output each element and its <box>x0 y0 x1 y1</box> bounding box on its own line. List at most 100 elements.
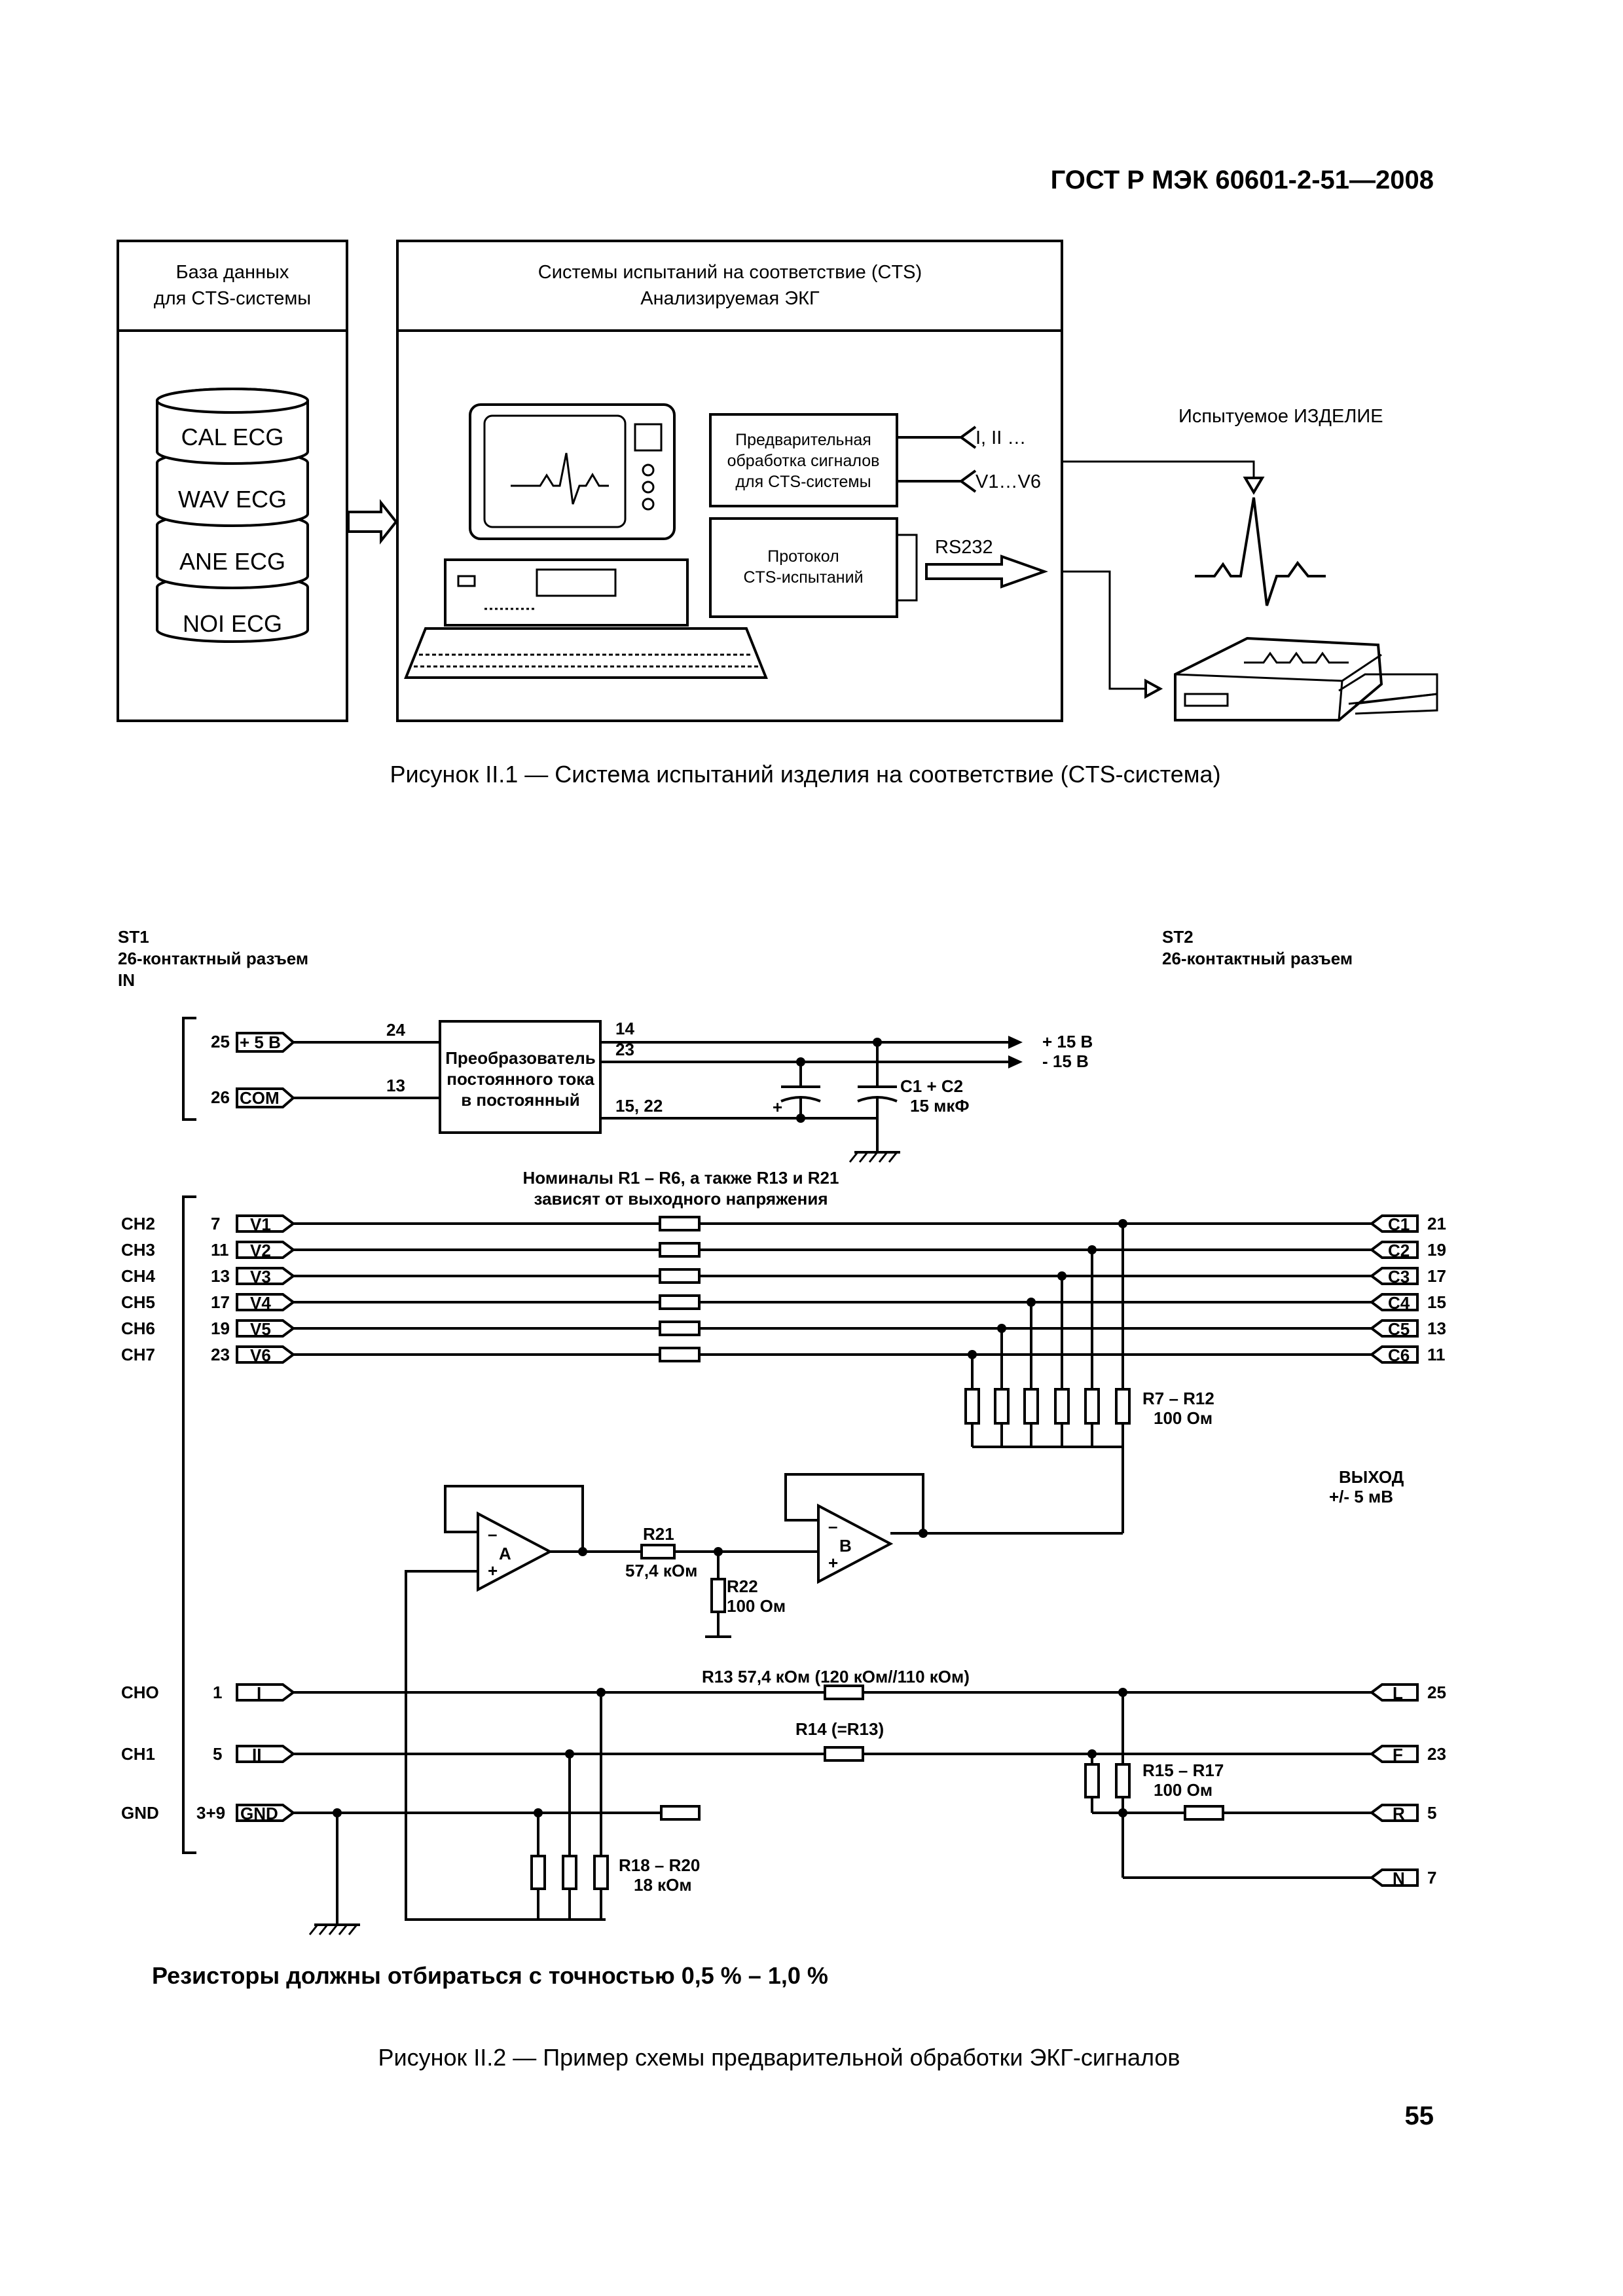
low-in-label: I <box>257 1683 261 1703</box>
database-stack: CAL ECG WAV ECG ANE ECG NOI ECG <box>156 388 309 643</box>
r21-l1: R21 <box>643 1524 674 1544</box>
ch-label: CH7 <box>121 1345 155 1364</box>
low-ch-label: CH1 <box>121 1744 155 1764</box>
figure-2: ST1 26-контактный разъем IN ST2 26-конта… <box>118 927 1446 2071</box>
note-l1: Номиналы R1 – R6, а также R13 и R21 <box>523 1168 839 1188</box>
db-box <box>117 240 348 722</box>
r18-l1: R18 – R20 <box>619 1855 700 1875</box>
ch-out-num: 13 <box>1427 1319 1446 1338</box>
conv-l1: Преобразователь <box>445 1048 596 1068</box>
cap-l2: 15 мкФ <box>910 1096 970 1116</box>
ch-out-num: 21 <box>1427 1214 1446 1233</box>
r13-label: R13 57,4 кОм (120 кОм//110 кОм) <box>702 1667 970 1686</box>
plus-15v: + 15 В <box>1042 1032 1093 1051</box>
st1-l2: 26-контактный разъем <box>118 949 308 968</box>
low-out-label: L <box>1393 1683 1403 1703</box>
low-out-num: 5 <box>1427 1803 1436 1823</box>
db-label-cal: CAL ECG <box>181 424 284 450</box>
ch-num: 7 <box>211 1214 220 1233</box>
db-label-ane: ANE ECG <box>179 548 285 575</box>
preprocessing-box <box>709 413 898 507</box>
pwr-pin-label-2: COM <box>240 1088 280 1108</box>
r7-l1: R7 – R12 <box>1142 1389 1214 1408</box>
ch-in-label: V1 <box>250 1214 271 1234</box>
opamp-a-minus: – <box>488 1524 497 1544</box>
ch-num: 17 <box>211 1292 230 1312</box>
channel-row: CH2 7 V1 C1 21 <box>121 1214 1446 1234</box>
opamp-a-plus: + <box>488 1561 498 1580</box>
dut-label: Испытуемое ИЗДЕЛИЕ <box>1178 406 1383 427</box>
ch-label: CH2 <box>121 1214 155 1233</box>
r22-l2: 100 Ом <box>727 1596 786 1616</box>
pwr-pin-num-2: 26 <box>211 1087 230 1107</box>
lead-input-2: V1…V6 <box>976 471 1041 492</box>
ch-label: CH3 <box>121 1240 155 1260</box>
ch-in-label: V5 <box>250 1319 271 1339</box>
low-ch-num: 3+9 <box>196 1803 225 1823</box>
ch-num: 13 <box>211 1266 230 1286</box>
computer-illustration <box>404 403 768 679</box>
st2-l1: ST2 <box>1162 927 1194 947</box>
wire-23: 23 <box>615 1040 634 1059</box>
standard-header: ГОСТ Р МЭК 60601-2-51—2008 <box>1051 166 1434 194</box>
st1-l1: ST1 <box>118 927 149 947</box>
ch-out-label: C6 <box>1388 1345 1410 1365</box>
r15-l1: R15 – R17 <box>1142 1760 1224 1780</box>
pwr-pin-num-1: 25 <box>211 1032 230 1051</box>
conv-l3: в постоянный <box>461 1090 580 1110</box>
minus-15v: - 15 В <box>1042 1051 1089 1071</box>
opamp-b-label: B <box>839 1536 852 1556</box>
figure-1: База данных для CTS-системы CAL ECG WAV … <box>117 240 1438 788</box>
pre-l1: Предварительная <box>735 431 871 449</box>
pwr-pin-label-1: + 5 В <box>240 1032 281 1052</box>
ch-in-label: V2 <box>250 1241 271 1260</box>
ch-num: 19 <box>211 1319 230 1338</box>
cts-title-1: Системы испытаний на соответствие (CTS) <box>538 262 922 283</box>
ch-in-label: V4 <box>250 1293 271 1313</box>
low-ch-label: CHO <box>121 1683 159 1702</box>
page-number: 55 <box>1405 2102 1434 2130</box>
n-out-num: 7 <box>1427 1868 1436 1887</box>
ch-in-label: V3 <box>250 1267 271 1286</box>
wire-14: 14 <box>615 1019 634 1038</box>
rs232-label: RS232 <box>935 537 993 558</box>
db-label-noi: NOI ECG <box>183 610 282 637</box>
r21-l2: 57,4 кОм <box>625 1561 697 1580</box>
ch-out-num: 15 <box>1427 1292 1446 1312</box>
lead-input-1: I, II … <box>976 428 1026 448</box>
wire-24: 24 <box>386 1020 405 1040</box>
ch-label: CH6 <box>121 1319 155 1338</box>
ch-out-label: C4 <box>1388 1293 1410 1313</box>
low-ch-num: 5 <box>213 1744 222 1764</box>
st2-l2: 26-контактный разъем <box>1162 949 1353 968</box>
ch-num: 23 <box>211 1345 230 1364</box>
channel-row: CH4 13 V3 C3 17 <box>121 1266 1446 1286</box>
wire-13: 13 <box>386 1076 405 1095</box>
low-out-label: F <box>1393 1745 1403 1764</box>
n-out-label: N <box>1393 1868 1405 1888</box>
st1-l3: IN <box>118 970 135 990</box>
ch-out-label: C3 <box>1388 1267 1410 1286</box>
db-to-cts-arrow <box>347 499 398 545</box>
low-out-num: 23 <box>1427 1744 1446 1764</box>
figure1-caption: Рисунок II.1 — Система испытаний изделия… <box>390 761 1220 788</box>
rs232-arrow <box>925 555 1048 589</box>
r7-l2: 100 Ом <box>1154 1408 1213 1428</box>
db-title-2: для CTS-системы <box>154 288 311 309</box>
ch-out-num: 11 <box>1427 1345 1446 1364</box>
opamp-b-minus: – <box>828 1516 837 1536</box>
pre-l3: для CTS-системы <box>735 473 871 491</box>
r22-l1: R22 <box>727 1576 758 1596</box>
proto-l2: CTS-испытаний <box>743 568 863 587</box>
ch-out-label: C2 <box>1388 1241 1410 1260</box>
channel-row: CH7 23 V6 C6 11 <box>121 1345 1446 1365</box>
out-l1: ВЫХОД <box>1339 1467 1404 1487</box>
ch-label: CH4 <box>121 1266 156 1286</box>
db-label-wav: WAV ECG <box>178 486 287 513</box>
ch-out-label: C1 <box>1388 1214 1410 1234</box>
out-l2: +/- 5 мВ <box>1329 1487 1393 1506</box>
db-title-1: База данных <box>176 262 289 283</box>
low-out-num: 25 <box>1427 1683 1446 1702</box>
cap-l1: C1 + C2 <box>900 1076 963 1096</box>
